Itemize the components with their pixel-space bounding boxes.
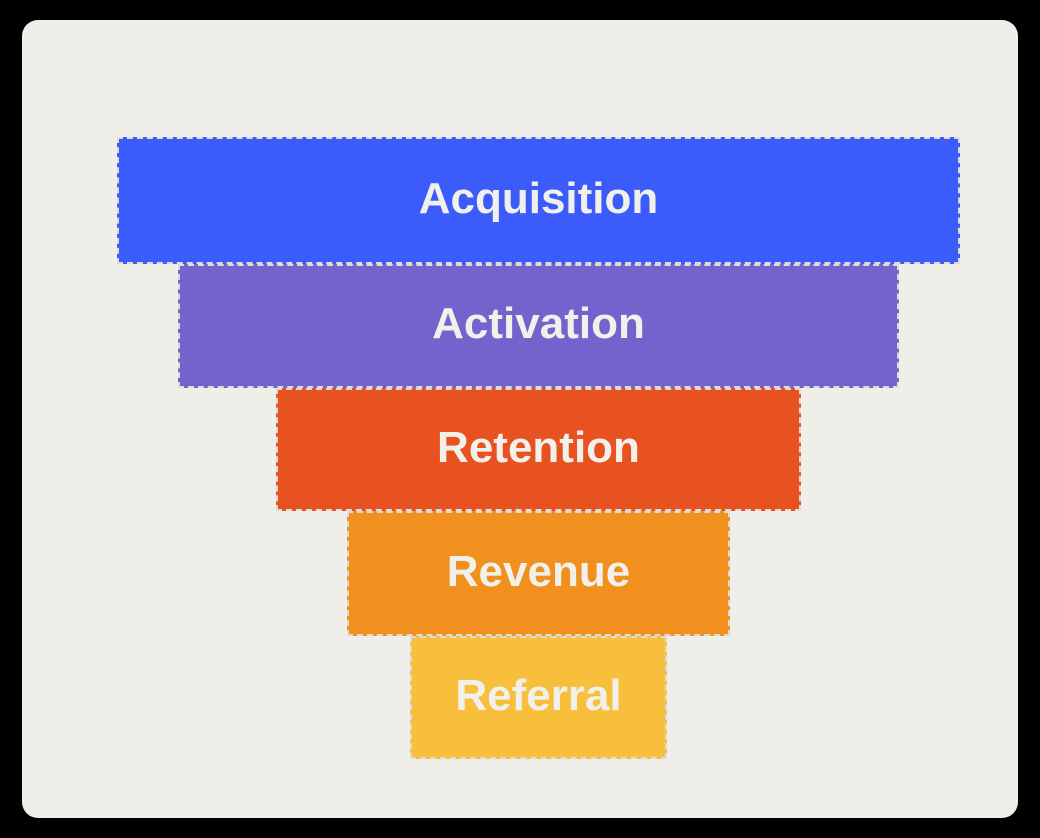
funnel-stage-label: Activation [432,299,645,348]
funnel-stage-referral: Referral [410,636,667,759]
funnel-stage-label: Referral [455,670,622,720]
funnel-stage-retention: Retention [276,388,801,511]
funnel-stage-acquisition: Acquisition [117,137,960,264]
funnel-stage-label: Acquisition [418,173,659,223]
funnel-stage-revenue: Revenue [347,511,730,636]
funnel-stage-activation: Activation [178,264,899,388]
funnel-stage-label: Retention [437,422,640,472]
funnel-stage-label: Revenue [446,546,631,596]
